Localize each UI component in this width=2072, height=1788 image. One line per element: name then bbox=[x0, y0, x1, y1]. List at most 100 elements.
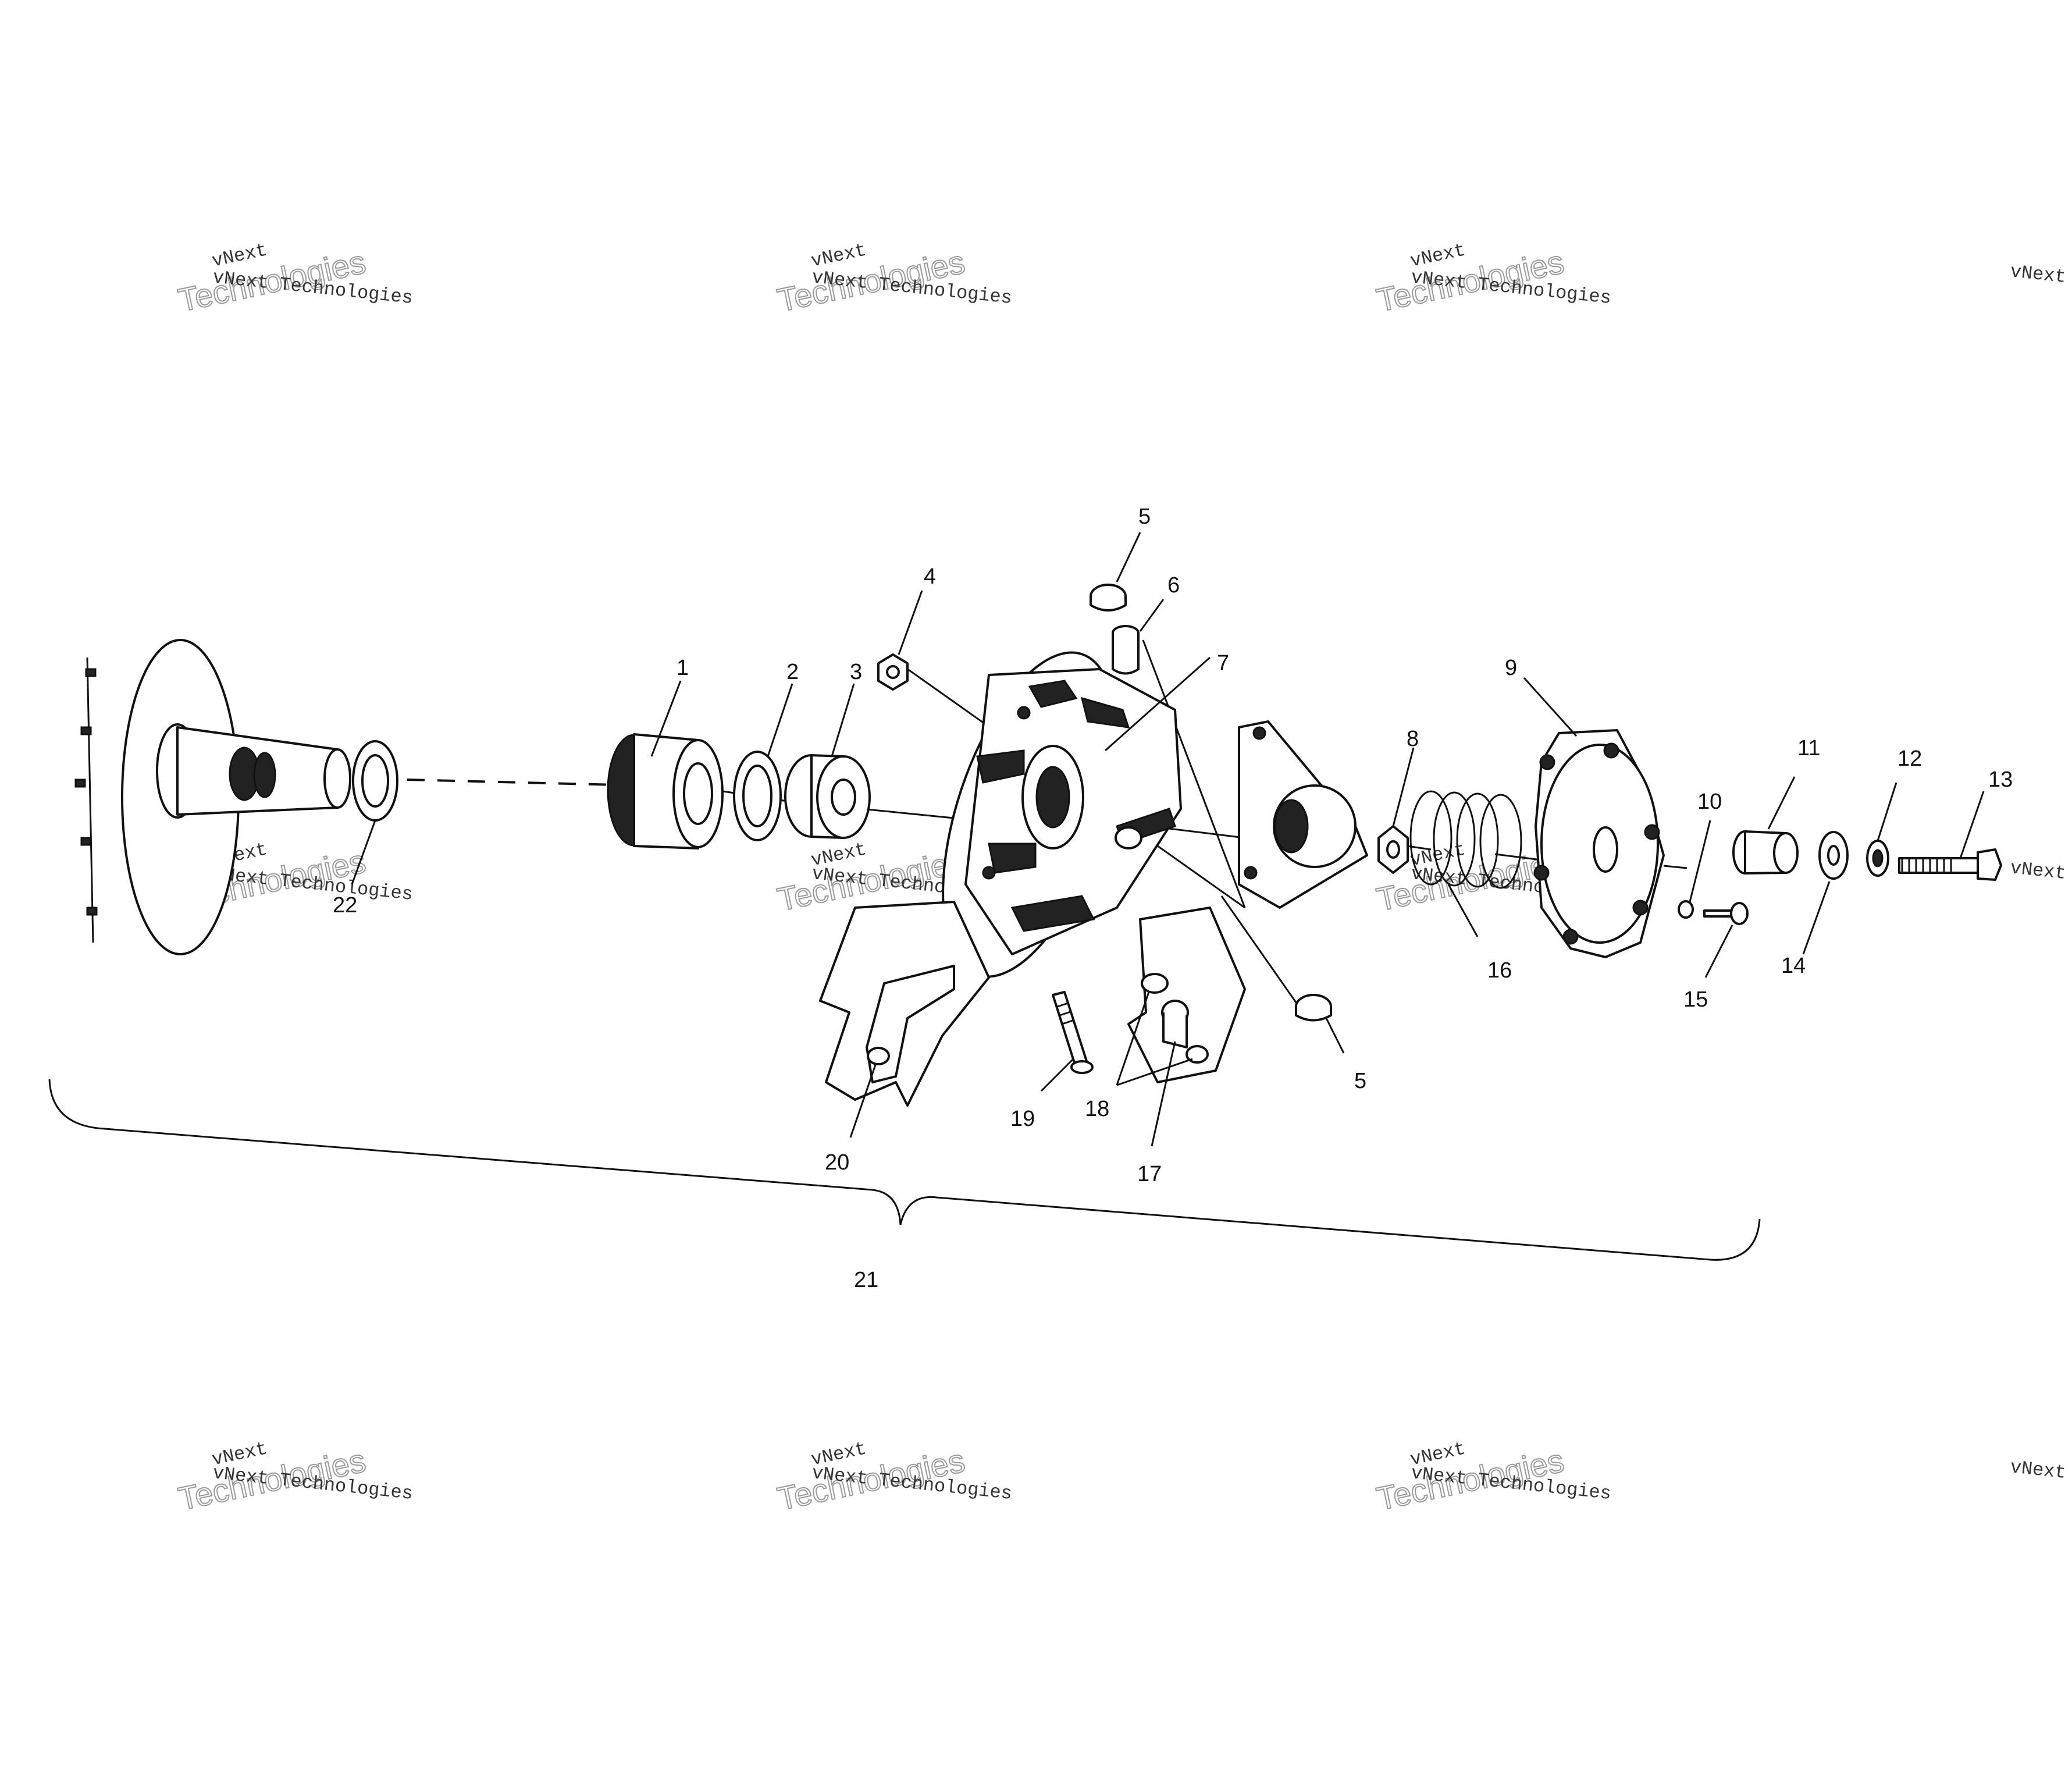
callout-3: 3 bbox=[850, 660, 862, 684]
sleeve-body bbox=[1112, 633, 1140, 675]
watermark: vNext Technologies bbox=[1373, 239, 1568, 319]
spider-arm bbox=[976, 749, 1025, 784]
leader-line bbox=[1139, 599, 1165, 632]
callout-12: 12 bbox=[1897, 747, 1922, 771]
callout-1: 1 bbox=[677, 656, 689, 680]
spider-arm bbox=[988, 843, 1037, 874]
sheave-tab bbox=[86, 907, 98, 916]
callout-labels: 1 2 3 4 5 6 7 8 9 10 11 12 13 14 15 16 5… bbox=[333, 504, 2013, 1292]
callout-6: 6 bbox=[1167, 573, 1180, 598]
part-5-cap-bottom bbox=[1295, 994, 1332, 1022]
callout-13: 13 bbox=[1988, 767, 2013, 792]
part-2-o-ring-hole bbox=[742, 765, 772, 827]
roller-pin bbox=[1115, 826, 1142, 849]
part-12-washer-hole bbox=[1872, 849, 1884, 868]
callout-5-bottom: 5 bbox=[1354, 1069, 1366, 1093]
cover-bolt bbox=[1562, 929, 1579, 945]
leader-line bbox=[1116, 1058, 1193, 1086]
part-13-bolt bbox=[1898, 848, 2002, 881]
sheave-tab bbox=[80, 726, 92, 735]
hub-bore-inner bbox=[1035, 766, 1070, 829]
callout-16: 16 bbox=[1487, 958, 1512, 983]
leader-line bbox=[1116, 991, 1150, 1086]
callout-10: 10 bbox=[1697, 790, 1722, 814]
bolt-shank bbox=[1898, 857, 1979, 874]
callout-14: 14 bbox=[1781, 954, 1806, 978]
callout-2: 2 bbox=[786, 660, 799, 684]
callout-19: 19 bbox=[1010, 1107, 1035, 1131]
leader-line bbox=[767, 683, 793, 757]
spring-coil bbox=[1409, 790, 1452, 886]
washer-18 bbox=[1141, 973, 1169, 994]
leader-line bbox=[849, 1064, 877, 1138]
leader-line bbox=[1959, 791, 1985, 859]
spider-plate-bore bbox=[1274, 799, 1309, 854]
washer-22-hole bbox=[361, 754, 389, 808]
callout-5-top: 5 bbox=[1138, 504, 1151, 529]
leader-line bbox=[831, 683, 855, 757]
axis-line bbox=[1494, 853, 1542, 861]
screw-head bbox=[1730, 902, 1749, 925]
cover-bolt bbox=[1533, 865, 1550, 881]
fastener bbox=[1244, 866, 1258, 880]
callout-7: 7 bbox=[1217, 651, 1229, 676]
spider-arm bbox=[1010, 895, 1095, 932]
bushing-bore bbox=[683, 762, 713, 825]
fixed-sheave-shaft bbox=[74, 639, 398, 955]
part-3-spacer bbox=[784, 754, 871, 839]
leader-line bbox=[1116, 532, 1141, 582]
bolt-thread bbox=[1901, 858, 1952, 873]
leader-line bbox=[1523, 677, 1578, 737]
leader-line bbox=[650, 680, 682, 757]
fastener bbox=[1252, 726, 1266, 740]
leader-line bbox=[1325, 1018, 1345, 1054]
cover-bolt bbox=[1539, 754, 1555, 770]
part-7-moveable-sheave bbox=[942, 651, 1182, 978]
leader-line bbox=[1802, 881, 1831, 955]
axis-line bbox=[1142, 639, 1246, 908]
spring-coil bbox=[1433, 791, 1476, 887]
callout-22: 22 bbox=[333, 893, 357, 918]
watermark: vNext Technologies bbox=[774, 239, 969, 319]
nut-hole bbox=[1386, 840, 1400, 859]
watermark-text: vNext Technologies bbox=[2009, 1456, 2072, 1499]
cover-bolt bbox=[1603, 742, 1619, 759]
pin-thread bbox=[1057, 1002, 1073, 1025]
part-1-bushing bbox=[607, 733, 724, 849]
axis-line bbox=[1220, 895, 1304, 1013]
sheave-edge bbox=[86, 657, 94, 943]
cap-body bbox=[1295, 1007, 1332, 1022]
assembly-brace bbox=[48, 1079, 1761, 1261]
shaft-end bbox=[323, 748, 351, 809]
sheave-tab bbox=[74, 779, 86, 788]
spider-arm bbox=[1080, 696, 1130, 728]
callout-18: 18 bbox=[1085, 1097, 1109, 1121]
cutaway-panel bbox=[1127, 907, 1246, 1083]
part-8-nut bbox=[1377, 825, 1409, 874]
leader-line bbox=[351, 820, 376, 885]
callout-20: 20 bbox=[825, 1150, 849, 1175]
callout-15: 15 bbox=[1683, 987, 1708, 1012]
part-9-cover bbox=[1533, 729, 1665, 958]
leader-line bbox=[1447, 884, 1479, 937]
part-5-cap-top bbox=[1090, 584, 1127, 612]
dashed-axis-line bbox=[407, 779, 640, 787]
sheave-tab bbox=[80, 837, 92, 846]
part-17-18-roller-kit bbox=[1127, 907, 1246, 1083]
shoe-hole bbox=[867, 1047, 890, 1065]
cover-bolt bbox=[1644, 824, 1660, 840]
spacer-bore bbox=[831, 779, 856, 816]
callout-9: 9 bbox=[1505, 656, 1517, 680]
cover-bolt bbox=[1632, 900, 1649, 916]
callout-8: 8 bbox=[1407, 727, 1419, 751]
leader-line bbox=[1151, 1041, 1176, 1147]
fastener bbox=[1017, 706, 1031, 720]
part-6-sleeve bbox=[1112, 625, 1140, 675]
axis-line bbox=[860, 808, 966, 820]
leader-line bbox=[1877, 782, 1897, 841]
cap-body bbox=[1090, 596, 1127, 612]
leader-line bbox=[1704, 925, 1733, 978]
part-16-spring bbox=[1409, 790, 1522, 889]
shaft-splines bbox=[253, 752, 276, 798]
